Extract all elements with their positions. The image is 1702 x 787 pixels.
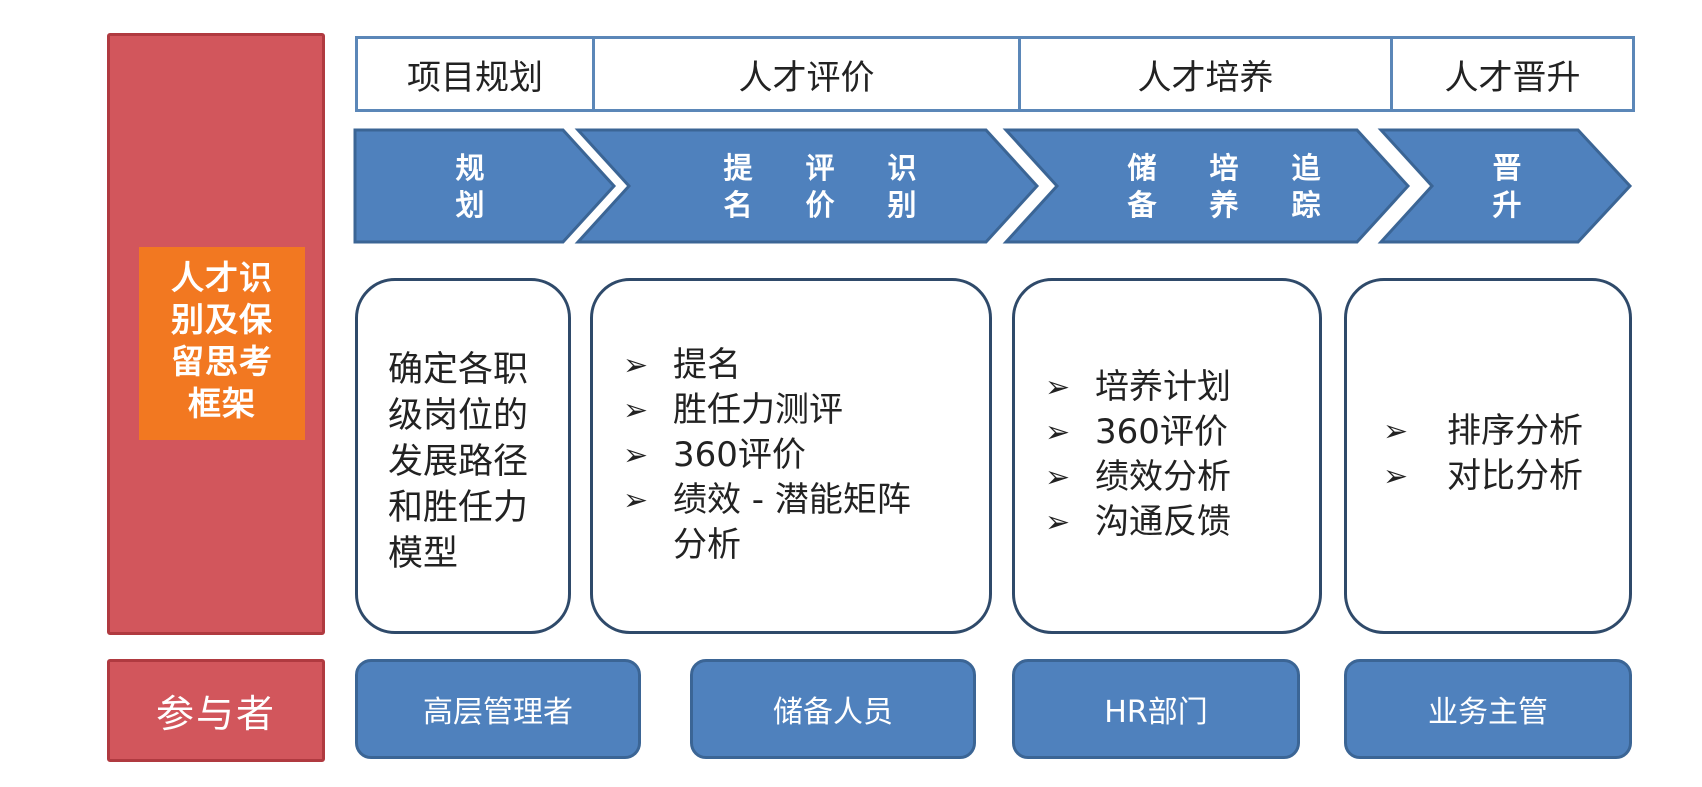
stage-planning: 规划	[430, 150, 510, 224]
stage-text: 提名	[723, 151, 753, 222]
promotion-box: ➢ 排序分析 ➢ 对比分析	[1344, 278, 1632, 634]
bullet-arrow-icon: ➢	[623, 348, 649, 383]
planning-line: 和胜任力	[388, 488, 529, 528]
list-item-text: 提名	[673, 345, 741, 385]
participant-senior-management: 高层管理者	[355, 659, 641, 759]
bullet-arrow-icon: ➢	[623, 483, 649, 518]
list-item-text: 培养计划	[1095, 367, 1231, 407]
stage-promotion: 晋升	[1467, 150, 1547, 224]
planning-line: 发展路径	[388, 442, 529, 482]
stage-evaluation: 提名 评价 识别	[690, 150, 950, 224]
planning-line: 级岗位的	[388, 396, 529, 436]
stage-label-column: 追踪	[1289, 150, 1323, 224]
bullet-arrow-icon: ➢	[1045, 415, 1071, 450]
bullet-arrow-icon: ➢	[1383, 459, 1409, 494]
bullet-arrow-icon: ➢	[1045, 370, 1071, 405]
list-item-text: 分析	[673, 525, 741, 565]
list-item-text: 360评价	[673, 435, 806, 475]
list-item-text: 绩效 - 潜能矩阵	[673, 480, 911, 520]
list-item-continuation: 分析	[615, 523, 989, 568]
header-talent-evaluation: 人才评价	[592, 36, 1021, 112]
stage-text: 晋升	[1492, 151, 1522, 222]
bullet-arrow-icon: ➢	[1045, 460, 1071, 495]
stage-text: 储备	[1127, 151, 1157, 222]
list-item-text: 排序分析	[1447, 411, 1583, 451]
list-item-text: 沟通反馈	[1095, 502, 1231, 542]
participant-business-supervisor: 业务主管	[1344, 659, 1632, 759]
stage-text: 评价	[805, 151, 835, 222]
stage-text: 培养	[1209, 151, 1239, 222]
list-item: ➢ 提名	[615, 343, 989, 388]
framework-title-line: 框架	[188, 384, 256, 423]
list-item: ➢ 绩效 - 潜能矩阵	[615, 478, 989, 523]
bullet-arrow-icon: ➢	[623, 393, 649, 428]
stage-label-column: 培养	[1207, 150, 1241, 224]
stage-label-column: 识别	[885, 150, 919, 224]
stage-text: 识别	[887, 151, 917, 222]
list-item: ➢ 360评价	[615, 433, 989, 478]
list-item: ➢ 排序分析	[1375, 409, 1629, 454]
stage-arrow-cultivation	[1002, 128, 1411, 244]
framework-title-line: 别及保	[171, 300, 273, 339]
planning-box: 确定各职 级岗位的 发展路径 和胜任力 模型	[355, 278, 571, 634]
framework-title: 人才识 别及保 留思考 框架	[139, 247, 305, 440]
stage-label-column: 评价	[803, 150, 837, 224]
planning-line: 模型	[388, 534, 459, 574]
bullet-arrow-icon: ➢	[1383, 414, 1409, 449]
evaluation-list: ➢ 提名 ➢ 胜任力测评 ➢ 360评价 ➢ 绩效 - 潜能矩阵 分析	[615, 343, 989, 568]
planning-line: 确定各职	[388, 350, 529, 390]
header-talent-promotion: 人才晋升	[1390, 36, 1635, 112]
list-item: ➢ 绩效分析	[1037, 455, 1319, 500]
stage-label-column: 储备	[1125, 150, 1159, 224]
stage-label-column: 提名	[721, 150, 755, 224]
participants-label: 参与者	[107, 659, 325, 762]
cultivation-box: ➢ 培养计划 ➢ 360评价 ➢ 绩效分析 ➢ 沟通反馈	[1012, 278, 1322, 634]
stage-text: 追踪	[1291, 151, 1321, 222]
cultivation-list: ➢ 培养计划 ➢ 360评价 ➢ 绩效分析 ➢ 沟通反馈	[1037, 365, 1319, 545]
stage-text: 规划	[455, 151, 485, 222]
list-item-text: 胜任力测评	[673, 390, 843, 430]
planning-text: 确定各职 级岗位的 发展路径 和胜任力 模型	[388, 347, 568, 577]
list-item: ➢ 对比分析	[1375, 454, 1629, 499]
bullet-arrow-icon: ➢	[623, 438, 649, 473]
list-item: ➢ 沟通反馈	[1037, 500, 1319, 545]
framework-title-line: 人才识	[171, 258, 273, 297]
list-item-text: 360评价	[1095, 412, 1228, 452]
stage-label-column: 晋升	[1490, 150, 1524, 224]
stage-arrow-planning	[353, 128, 617, 244]
stage-cultivation: 储备 培养 追踪	[1094, 150, 1354, 224]
list-item: ➢ 胜任力测评	[615, 388, 989, 433]
stage-arrow-promotion	[1377, 128, 1633, 244]
stage-label-column: 规划	[453, 150, 487, 224]
participant-hr-department: HR部门	[1012, 659, 1300, 759]
framework-title-line: 留思考	[171, 342, 273, 381]
promotion-list: ➢ 排序分析 ➢ 对比分析	[1375, 409, 1629, 499]
stage-arrow-evaluation	[574, 128, 1040, 244]
participant-reserve-staff: 储备人员	[690, 659, 976, 759]
evaluation-box: ➢ 提名 ➢ 胜任力测评 ➢ 360评价 ➢ 绩效 - 潜能矩阵 分析	[590, 278, 992, 634]
bullet-arrow-icon: ➢	[1045, 505, 1071, 540]
list-item-text: 绩效分析	[1095, 457, 1231, 497]
list-item: ➢ 360评价	[1037, 410, 1319, 455]
list-item: ➢ 培养计划	[1037, 365, 1319, 410]
list-item-text: 对比分析	[1447, 456, 1583, 496]
